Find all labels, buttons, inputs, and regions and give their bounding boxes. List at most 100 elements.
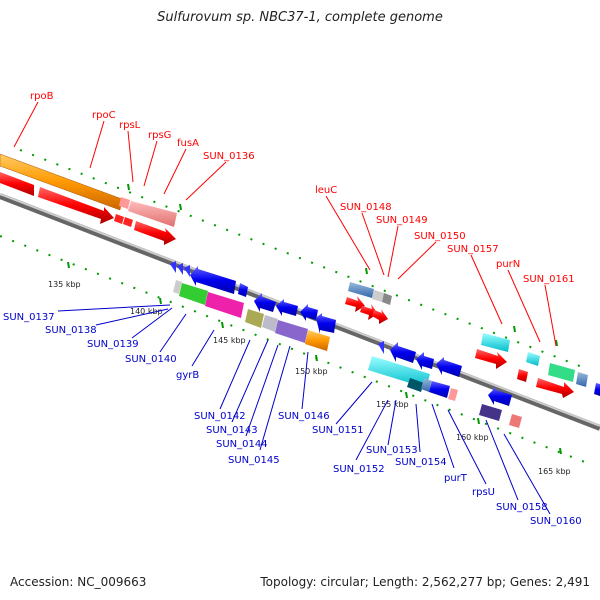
- label-SUN_0150: SUN_0150: [414, 231, 466, 242]
- gene-SUN_0137: [170, 261, 176, 273]
- genome-backbone-highlight: [0, 193, 600, 427]
- label-SUN_0151: SUN_0151: [312, 425, 364, 436]
- gene-SUN_0136b: [134, 221, 176, 245]
- label-leuC: leuC: [315, 185, 337, 196]
- label-SUN_0148: SUN_0148: [340, 202, 392, 213]
- gene-rpoC: [0, 172, 34, 196]
- gene-purple: [275, 320, 308, 343]
- tick-label-165: 165 kbp: [538, 467, 571, 476]
- gene-gyrB-magenta: [205, 292, 244, 318]
- label-rpoB: rpoB: [30, 91, 54, 102]
- gene-gyrB: [238, 283, 248, 297]
- gene-pink-small: [448, 388, 458, 401]
- label-SUN_0149: SUN_0149: [376, 215, 428, 226]
- gene-SUN_0161b: [576, 372, 588, 387]
- gene-SUN_0153: [416, 352, 434, 370]
- label-SUN_0160: SUN_0160: [530, 516, 582, 527]
- gene-SUN_0158b: [479, 404, 502, 421]
- gene-SUN_0150: [345, 296, 365, 312]
- gene-purT: [407, 378, 424, 392]
- gene-SUN_0160: [509, 414, 522, 428]
- gene-SUN_0148: [372, 290, 384, 302]
- label-SUN_0136: SUN_0136: [203, 151, 255, 162]
- forward-labels: rpoB rpoC rpsL rpsG fusA SUN_0136 leuC S…: [30, 91, 575, 285]
- gene-SUN_0152: [390, 342, 416, 363]
- major-ticks: [67, 183, 562, 455]
- tick-label-160: 160 kbp: [456, 433, 489, 442]
- gene-rpsU: [429, 381, 450, 398]
- label-SUN_0143: SUN_0143: [206, 425, 258, 436]
- label-SUN_0146: SUN_0146: [278, 411, 330, 422]
- label-rpsG: rpsG: [148, 130, 171, 141]
- label-SUN_0153: SUN_0153: [366, 445, 418, 456]
- gene-SUN_0143: [276, 299, 298, 316]
- label-SUN_0138: SUN_0138: [45, 325, 97, 336]
- label-SUN_0157: SUN_0157: [447, 244, 499, 255]
- label-SUN_0142: SUN_0142: [194, 411, 246, 422]
- gene-leuC: [348, 282, 374, 298]
- accession-text: Accession: NC_009663: [10, 575, 147, 589]
- forward-genes: [0, 153, 600, 398]
- gene-SUN_0144: [300, 304, 318, 321]
- label-rpoC: rpoC: [92, 110, 116, 121]
- label-SUN_0152: SUN_0152: [333, 464, 385, 475]
- gene-rpoB: [0, 153, 123, 211]
- gene-SUN_0142: [254, 293, 276, 312]
- gene-SUN_0161: [548, 363, 575, 382]
- gene-SUN_0151: [378, 341, 384, 354]
- gene-gyrB-green: [179, 283, 208, 305]
- label-SUN_0145: SUN_0145: [228, 455, 280, 466]
- gene-SUN_0146: [305, 330, 330, 351]
- label-SUN_0158: SUN_0158: [496, 502, 548, 513]
- reverse-label-lines: [57, 304, 551, 515]
- gene-SUN_0150c: [372, 309, 388, 324]
- tick-label-135: 135 kbp: [48, 280, 81, 289]
- label-purN: purN: [496, 259, 520, 270]
- gene-steel-small: [421, 378, 432, 392]
- tick-label-145: 145 kbp: [213, 336, 246, 345]
- tick-label-150: 150 kbp: [295, 367, 328, 376]
- gene-SUN_0138: [177, 263, 183, 275]
- gene-SUN_0139: [184, 265, 190, 277]
- gene-fusA: [114, 214, 124, 224]
- label-SUN_0144: SUN_0144: [216, 439, 268, 450]
- tick-label-140: 140 kbp: [130, 307, 163, 316]
- reverse-tick-row: [0, 235, 591, 465]
- gene-SUN_0157: [481, 333, 510, 352]
- gene-edge-blue: [594, 383, 600, 396]
- gene-SUN_0161c: [536, 378, 574, 398]
- label-SUN_0140: SUN_0140: [125, 354, 177, 365]
- gene-SUN_0149: [382, 293, 392, 305]
- gene-lightgrey: [262, 315, 278, 332]
- label-fusA: fusA: [177, 138, 199, 149]
- gene-SUN_0136a: [123, 217, 133, 227]
- reverse-genes: [170, 261, 522, 428]
- forward-label-lines: [13, 101, 557, 347]
- label-SUN_0139: SUN_0139: [87, 339, 139, 350]
- gene-SUN_0158: [488, 387, 512, 406]
- label-SUN_0154: SUN_0154: [395, 457, 447, 468]
- label-purT: purT: [444, 473, 468, 484]
- gene-grey-a: [173, 280, 182, 294]
- label-SUN_0137: SUN_0137: [3, 312, 55, 323]
- gene-rpsG: [128, 201, 177, 227]
- gene-rpoC-2: [38, 187, 114, 224]
- genome-summary-text: Topology: circular; Length: 2,562,277 bp…: [260, 575, 590, 589]
- gene-rpsL: [119, 197, 130, 209]
- tick-label-155: 155 kbp: [376, 400, 409, 409]
- gene-SUN_0145: [316, 313, 336, 334]
- gene-SUN_0154: [436, 357, 462, 377]
- gene-olive: [245, 309, 264, 328]
- gene-purN-b: [517, 369, 528, 382]
- gene-purN: [526, 352, 540, 366]
- reverse-labels: SUN_0137 SUN_0138 SUN_0139 SUN_0140 gyrB…: [3, 312, 582, 527]
- label-SUN_0161: SUN_0161: [523, 274, 575, 285]
- tick-labels: 135 kbp 140 kbp 145 kbp 150 kbp 155 kbp …: [48, 280, 571, 476]
- label-gyrB: gyrB: [176, 370, 199, 381]
- map-title: Sulfurovum sp. NBC37-1, complete genome: [157, 10, 443, 25]
- label-rpsL: rpsL: [119, 120, 141, 131]
- gene-SUN_0157b: [475, 349, 507, 369]
- label-rpsU: rpsU: [472, 487, 495, 498]
